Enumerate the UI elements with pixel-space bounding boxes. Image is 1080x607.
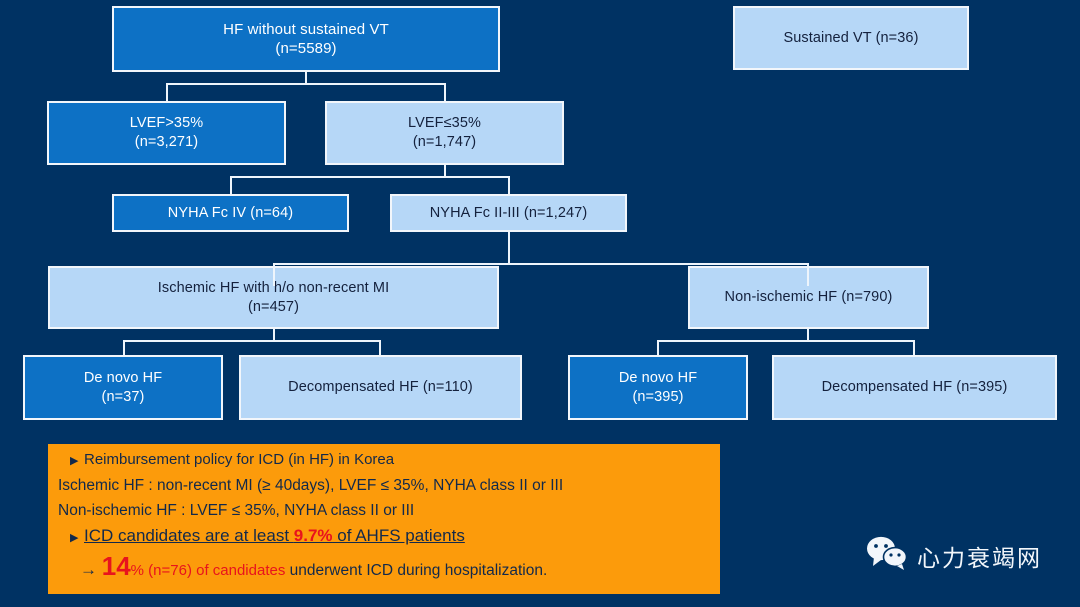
node-lvef-above-35[interactable]: LVEF>35% (n=3,271) <box>47 101 286 165</box>
connector-nonisch-down <box>807 329 809 340</box>
callout-line-4: ▶ ICD candidates are at least 9.7% of AH… <box>58 525 710 546</box>
node-sustained-vt[interactable]: Sustained VT (n=36) <box>733 6 969 70</box>
wechat-icon <box>866 536 908 575</box>
callout-line-4-pre: ICD candidates are at least <box>84 525 294 545</box>
connector-nonisch-bar <box>657 340 915 342</box>
connector-root-down <box>305 72 307 84</box>
callout-line-2: Ischemic HF : non-recent MI (≥ 40days), … <box>58 477 710 494</box>
reimbursement-callout: ▶ Reimbursement policy for ICD (in HF) i… <box>48 444 720 594</box>
wechat-branding: 心力衰竭网 <box>866 536 1042 575</box>
connector-nyha-right-leg <box>508 176 510 194</box>
node-de-novo-hf-nonisch[interactable]: De novo HF (n=395) <box>568 355 748 420</box>
node-hf-without-vt[interactable]: HF without sustained VT (n=5589) <box>112 6 500 72</box>
node-lvef-below-35[interactable]: LVEF≤35% (n=1,747) <box>325 101 564 165</box>
icd-performed-tail: underwent ICD during hospitalization. <box>285 562 548 580</box>
connector-lvef-right-leg <box>444 83 446 101</box>
connector-lvef-left-leg <box>166 83 168 101</box>
connector-ischemic-left-leg <box>123 340 125 355</box>
connector-ischemic-bar <box>123 340 380 342</box>
callout-line-3: Non-ischemic HF : LVEF ≤ 35%, NYHA class… <box>58 502 710 519</box>
connector-ischemic-right-leg <box>379 340 381 355</box>
callout-line-2-text: Ischemic HF : non-recent MI (≥ 40days), … <box>58 476 564 494</box>
arrow-icon: → <box>80 560 102 580</box>
connector-etiology-right-leg <box>807 263 809 286</box>
callout-line-3-text: Non-ischemic HF : LVEF ≤ 35%, NYHA class… <box>58 501 415 519</box>
callout-line-1: ▶ Reimbursement policy for ICD (in HF) i… <box>58 451 710 469</box>
connector-nyha23-down <box>508 232 510 263</box>
connector-nonisch-left-leg <box>657 340 659 355</box>
connector-etiology-bar <box>273 263 809 265</box>
node-nyha-fc-iv[interactable]: NYHA Fc IV (n=64) <box>112 194 349 232</box>
icd-performed-detail: % (n=76) of candidates <box>130 562 286 580</box>
node-non-ischemic-hf[interactable]: Non-ischemic HF (n=790) <box>688 266 929 329</box>
connector-nyha-bar <box>230 176 508 178</box>
node-decomp-hf-ischemic[interactable]: Decompensated HF (n=110) <box>239 355 522 420</box>
icd-performed-percent: 14 <box>101 551 131 582</box>
icd-candidate-percent: 9.7% <box>293 525 333 545</box>
connector-nonisch-right-leg <box>913 340 915 355</box>
connector-etiology-left-leg <box>273 263 275 286</box>
callout-line-4-text: ICD candidates are at least 9.7% of AHFS… <box>84 525 465 546</box>
callout-line-5: → 14 % (n=76) of candidates underwent IC… <box>58 553 710 580</box>
bullet-icon: ▶ <box>70 455 79 467</box>
connector-nyha-left-leg <box>230 176 232 194</box>
node-de-novo-hf-ischemic[interactable]: De novo HF (n=37) <box>23 355 223 420</box>
node-decomp-hf-nonisch[interactable]: Decompensated HF (n=395) <box>772 355 1057 420</box>
callout-line-1-text: Reimbursement policy for ICD (in HF) in … <box>84 451 395 468</box>
node-nyha-fc-ii-iii[interactable]: NYHA Fc II-III (n=1,247) <box>390 194 627 232</box>
connector-lvef-bar <box>166 83 445 85</box>
connector-lvef35-down <box>444 165 446 176</box>
callout-line-4-post: of AHFS patients <box>332 525 465 545</box>
connector-ischemic-down <box>273 329 275 340</box>
bullet-icon-2: ▶ <box>70 531 79 544</box>
wechat-account-name: 心力衰竭网 <box>917 544 1042 571</box>
